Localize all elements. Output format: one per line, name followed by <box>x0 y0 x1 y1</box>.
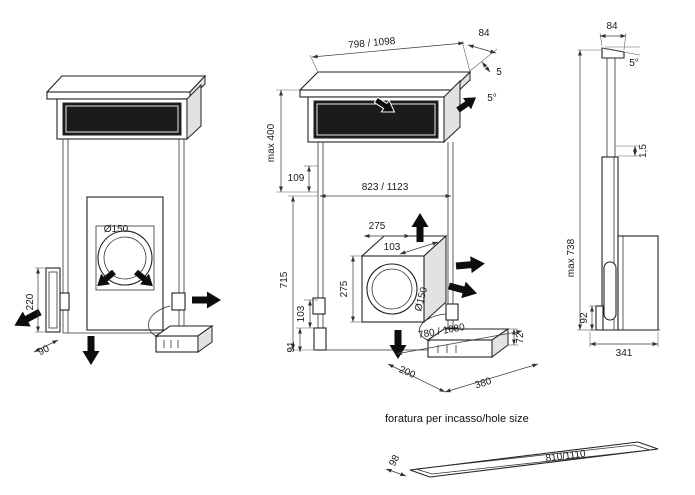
dim-top-width: 798 / 1098 <box>309 36 471 73</box>
dim-72-label: 72 <box>515 332 526 344</box>
rail-bracket-right <box>445 303 459 321</box>
duct-circle-inner <box>371 268 413 310</box>
dim-max-738-label: max 738 <box>566 238 577 277</box>
dim-92-label: 92 <box>579 312 590 324</box>
side-foot <box>595 305 604 331</box>
dim-109-label: 109 <box>288 173 305 184</box>
side-view: 84 5° 1,5 max 738 <box>566 21 660 359</box>
front-foot-inner <box>48 271 58 329</box>
dim-max-400: max 400 <box>266 89 318 193</box>
dim-275-top-label: 275 <box>369 221 386 232</box>
neck-profile <box>606 58 616 157</box>
dim-91: 91 <box>286 327 314 353</box>
dim-hole-depth: 98 <box>385 453 407 477</box>
dim-275-top: 275 <box>364 221 410 239</box>
dim-275-side-label: 275 <box>339 280 350 297</box>
dim-84-label: 84 <box>478 28 490 39</box>
screen-glass <box>313 100 439 139</box>
duct-flange-plate <box>95 225 155 291</box>
dim-5-label: 5 <box>496 67 502 78</box>
front-foot <box>45 267 61 333</box>
screen-glass-inner-line <box>65 105 179 133</box>
top-cap <box>601 47 625 59</box>
dim-220-label: 220 <box>25 293 36 310</box>
dim-angle-top-label: 5° <box>487 93 497 104</box>
hole-cutout-inner <box>415 444 651 475</box>
dim-90: 90 <box>33 339 59 358</box>
duct-box <box>360 234 448 324</box>
airflow-arrow-right-upper-icon <box>455 255 486 275</box>
dim-103-side-label: 103 <box>296 305 307 322</box>
blower-capsule <box>603 261 617 321</box>
duct-circle-outer <box>366 263 418 315</box>
dim-angle-side-label: 5° <box>629 58 639 69</box>
dim-angle-screen-label: 5° <box>405 116 415 127</box>
dim-84-side: 84 <box>599 21 627 51</box>
dim-91-label: 91 <box>286 341 297 353</box>
control-box <box>154 325 214 353</box>
screen-side-face <box>443 79 461 144</box>
dim-715-label: 715 <box>279 271 290 288</box>
cornice-top-face <box>45 75 207 93</box>
duct-circle-inner <box>103 236 147 280</box>
dim-d150-label: Ø150 <box>104 224 129 235</box>
airflow-arrow-right-icon <box>192 291 221 309</box>
dim-715: 715 <box>279 195 318 351</box>
cornice-top-face <box>298 71 472 91</box>
dim-hole-depth-label: 98 <box>387 453 402 468</box>
airflow-arrow-right-lower-icon <box>446 277 480 302</box>
motor-housing-side <box>617 235 659 331</box>
rail-bracket-right <box>171 292 186 311</box>
dim-92: 92 <box>579 305 596 330</box>
dim-200: 200 <box>387 363 446 393</box>
dim-103-top: 103 <box>384 241 439 255</box>
hole-cutout-outer <box>409 441 659 478</box>
power-cable <box>148 305 171 338</box>
perspective-view: 5° 5° 798 / 1098 84 5 max 400 109 <box>266 28 539 393</box>
dim-341-label: 341 <box>616 348 633 359</box>
dim-72: 72 <box>508 328 526 346</box>
rail-bracket-left <box>312 297 326 315</box>
dim-380: 380 <box>444 363 539 393</box>
dim-103-top-label: 103 <box>384 242 401 253</box>
hole-size-view: foratura per incasso/hole size 810/1110 … <box>385 413 659 478</box>
dim-max-400-label: max 400 <box>266 123 277 162</box>
dim-top-width-label: 798 / 1098 <box>348 36 396 51</box>
dim-1-5: 1,5 <box>615 144 649 158</box>
dim-1-5-label: 1,5 <box>638 144 649 158</box>
dim-hole-width-label: 810/1110 <box>545 449 587 465</box>
screen-side-face <box>186 83 202 141</box>
motor-box <box>86 196 164 331</box>
leveling-foot-left <box>313 327 327 351</box>
dim-mid-width-label: 823 / 1123 <box>362 182 409 193</box>
front-view: 220 90 Ø150 <box>10 74 221 365</box>
airflow-arrow-down-icon <box>82 336 100 365</box>
dim-109: 109 <box>288 165 318 192</box>
dim-275-side: 275 <box>339 255 362 323</box>
cornice-front-face <box>46 91 191 100</box>
dim-84: 84 <box>467 28 498 72</box>
screen-glass <box>62 102 182 136</box>
angle-slope-line <box>601 47 641 56</box>
dim-mid-width: 823 / 1123 <box>320 182 451 199</box>
dim-341: 341 <box>589 332 659 359</box>
dim-200-label: 200 <box>397 364 417 381</box>
dim-380-label: 380 <box>474 376 494 392</box>
dim-84-side-label: 84 <box>606 21 618 32</box>
dim-90-label: 90 <box>36 343 51 358</box>
duct-circle-outer <box>97 230 153 286</box>
dim-max-738: max 738 <box>566 49 602 331</box>
dim-5: 5 <box>481 61 502 78</box>
cornice-front-face <box>299 89 453 98</box>
airflow-arrow-down-icon <box>389 330 407 359</box>
dim-220: 220 <box>25 267 46 333</box>
dim-103-side: 103 <box>296 299 318 328</box>
hole-size-caption: foratura per incasso/hole size <box>385 413 529 425</box>
